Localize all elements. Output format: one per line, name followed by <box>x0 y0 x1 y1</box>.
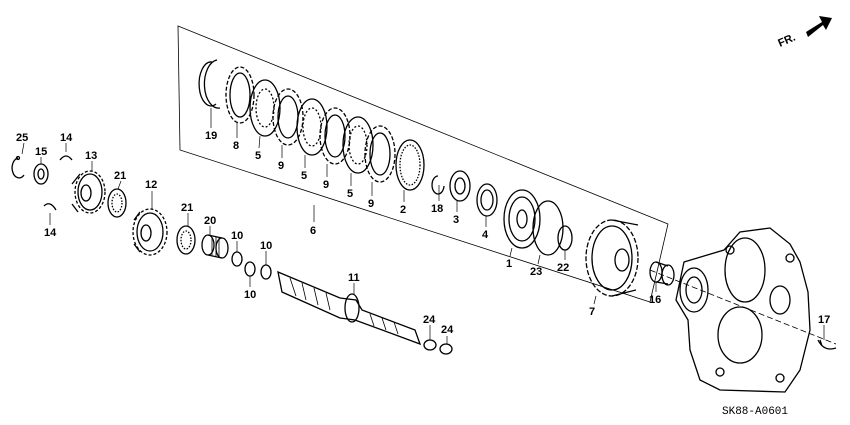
part-mainshaft-11 <box>277 270 422 346</box>
callout-10-a: 10 <box>231 230 243 242</box>
part-bearing-15 <box>33 163 49 185</box>
part-gear-13 <box>71 170 106 214</box>
callout-23: 23 <box>530 266 542 278</box>
callout-10-b: 10 <box>260 240 272 252</box>
part-washer-24a <box>423 339 437 351</box>
callout-13: 13 <box>85 150 97 162</box>
part-retainer-3 <box>449 170 471 202</box>
callout-22: 22 <box>557 262 569 274</box>
part-end-plate-8 <box>225 66 255 124</box>
callout-21-b: 21 <box>181 202 193 214</box>
callout-24-a: 24 <box>423 314 436 326</box>
callout-5-a: 5 <box>255 150 261 162</box>
part-spring-2 <box>395 139 425 191</box>
callout-8: 8 <box>233 140 239 152</box>
callout-labels: 25 15 14 13 21 12 21 20 10 10 10 14 19 8… <box>16 130 830 336</box>
callout-14-upper: 14 <box>60 132 73 144</box>
leader-lines <box>21 108 825 344</box>
callout-18: 18 <box>431 203 443 215</box>
part-washer-10b <box>244 261 256 277</box>
part-end-plate-8-inner <box>229 72 251 118</box>
part-clip-17 <box>817 339 837 350</box>
direction-label: FR. <box>776 32 797 50</box>
callout-15: 15 <box>35 146 47 158</box>
part-washer-10c <box>260 264 272 280</box>
callout-24-b: 24 <box>441 324 454 336</box>
callout-9-a: 9 <box>278 160 284 172</box>
callout-25: 25 <box>16 132 28 144</box>
part-gear-12 <box>132 208 168 256</box>
part-clip-14-upper <box>59 155 73 161</box>
part-washer-10a <box>231 251 243 267</box>
part-piston-1 <box>503 189 541 249</box>
front-direction-arrow: FR. <box>776 16 832 50</box>
part-spring-4 <box>476 183 498 217</box>
part-needle-bearing-20 <box>201 234 229 259</box>
arrow-icon <box>806 16 832 37</box>
callout-3: 3 <box>453 214 459 226</box>
callout-5-c: 5 <box>347 188 353 200</box>
callout-17: 17 <box>818 314 830 326</box>
part-clutch-plate-9c <box>364 125 396 183</box>
callout-6: 6 <box>310 225 316 237</box>
axis-center-line <box>649 269 837 345</box>
callout-14-lower: 14 <box>44 227 57 239</box>
part-clutch-drum-7 <box>585 219 639 297</box>
callout-2: 2 <box>400 204 406 216</box>
callout-20: 20 <box>204 215 216 227</box>
part-clutch-disc-5b <box>296 98 328 156</box>
part-snap-ring-18 <box>431 175 445 195</box>
callout-9-c: 9 <box>368 198 374 210</box>
callout-12: 12 <box>145 179 157 191</box>
part-clutch-plate-9b <box>319 107 351 165</box>
part-o-ring-23 <box>532 200 564 256</box>
clutch-pack-outline <box>177 25 669 303</box>
part-snap-ring-25 <box>11 155 25 179</box>
part-thrust-bearing-21a <box>107 188 127 218</box>
callout-19: 19 <box>205 130 217 142</box>
part-bearing-16 <box>649 261 675 286</box>
part-clutch-disc-5c <box>342 116 374 174</box>
part-clutch-disc-5a <box>249 79 281 137</box>
transmission-case <box>675 227 811 393</box>
callout-21-a: 21 <box>114 170 126 182</box>
part-clip-14-lower <box>43 203 57 211</box>
diagram-code: SK88-A0601 <box>722 406 788 418</box>
part-snap-ring-19 <box>198 59 221 109</box>
callout-10-c: 10 <box>244 289 256 301</box>
callout-11: 11 <box>348 272 360 284</box>
callout-9-b: 9 <box>323 179 329 191</box>
part-washer-24b <box>439 343 453 355</box>
callout-16: 16 <box>649 294 661 306</box>
part-o-ring-22 <box>557 225 573 251</box>
callout-5-b: 5 <box>301 170 307 182</box>
callout-7: 7 <box>589 306 595 318</box>
callout-1: 1 <box>506 258 512 270</box>
part-thrust-bearing-21b <box>176 225 196 255</box>
callout-4: 4 <box>482 229 489 241</box>
